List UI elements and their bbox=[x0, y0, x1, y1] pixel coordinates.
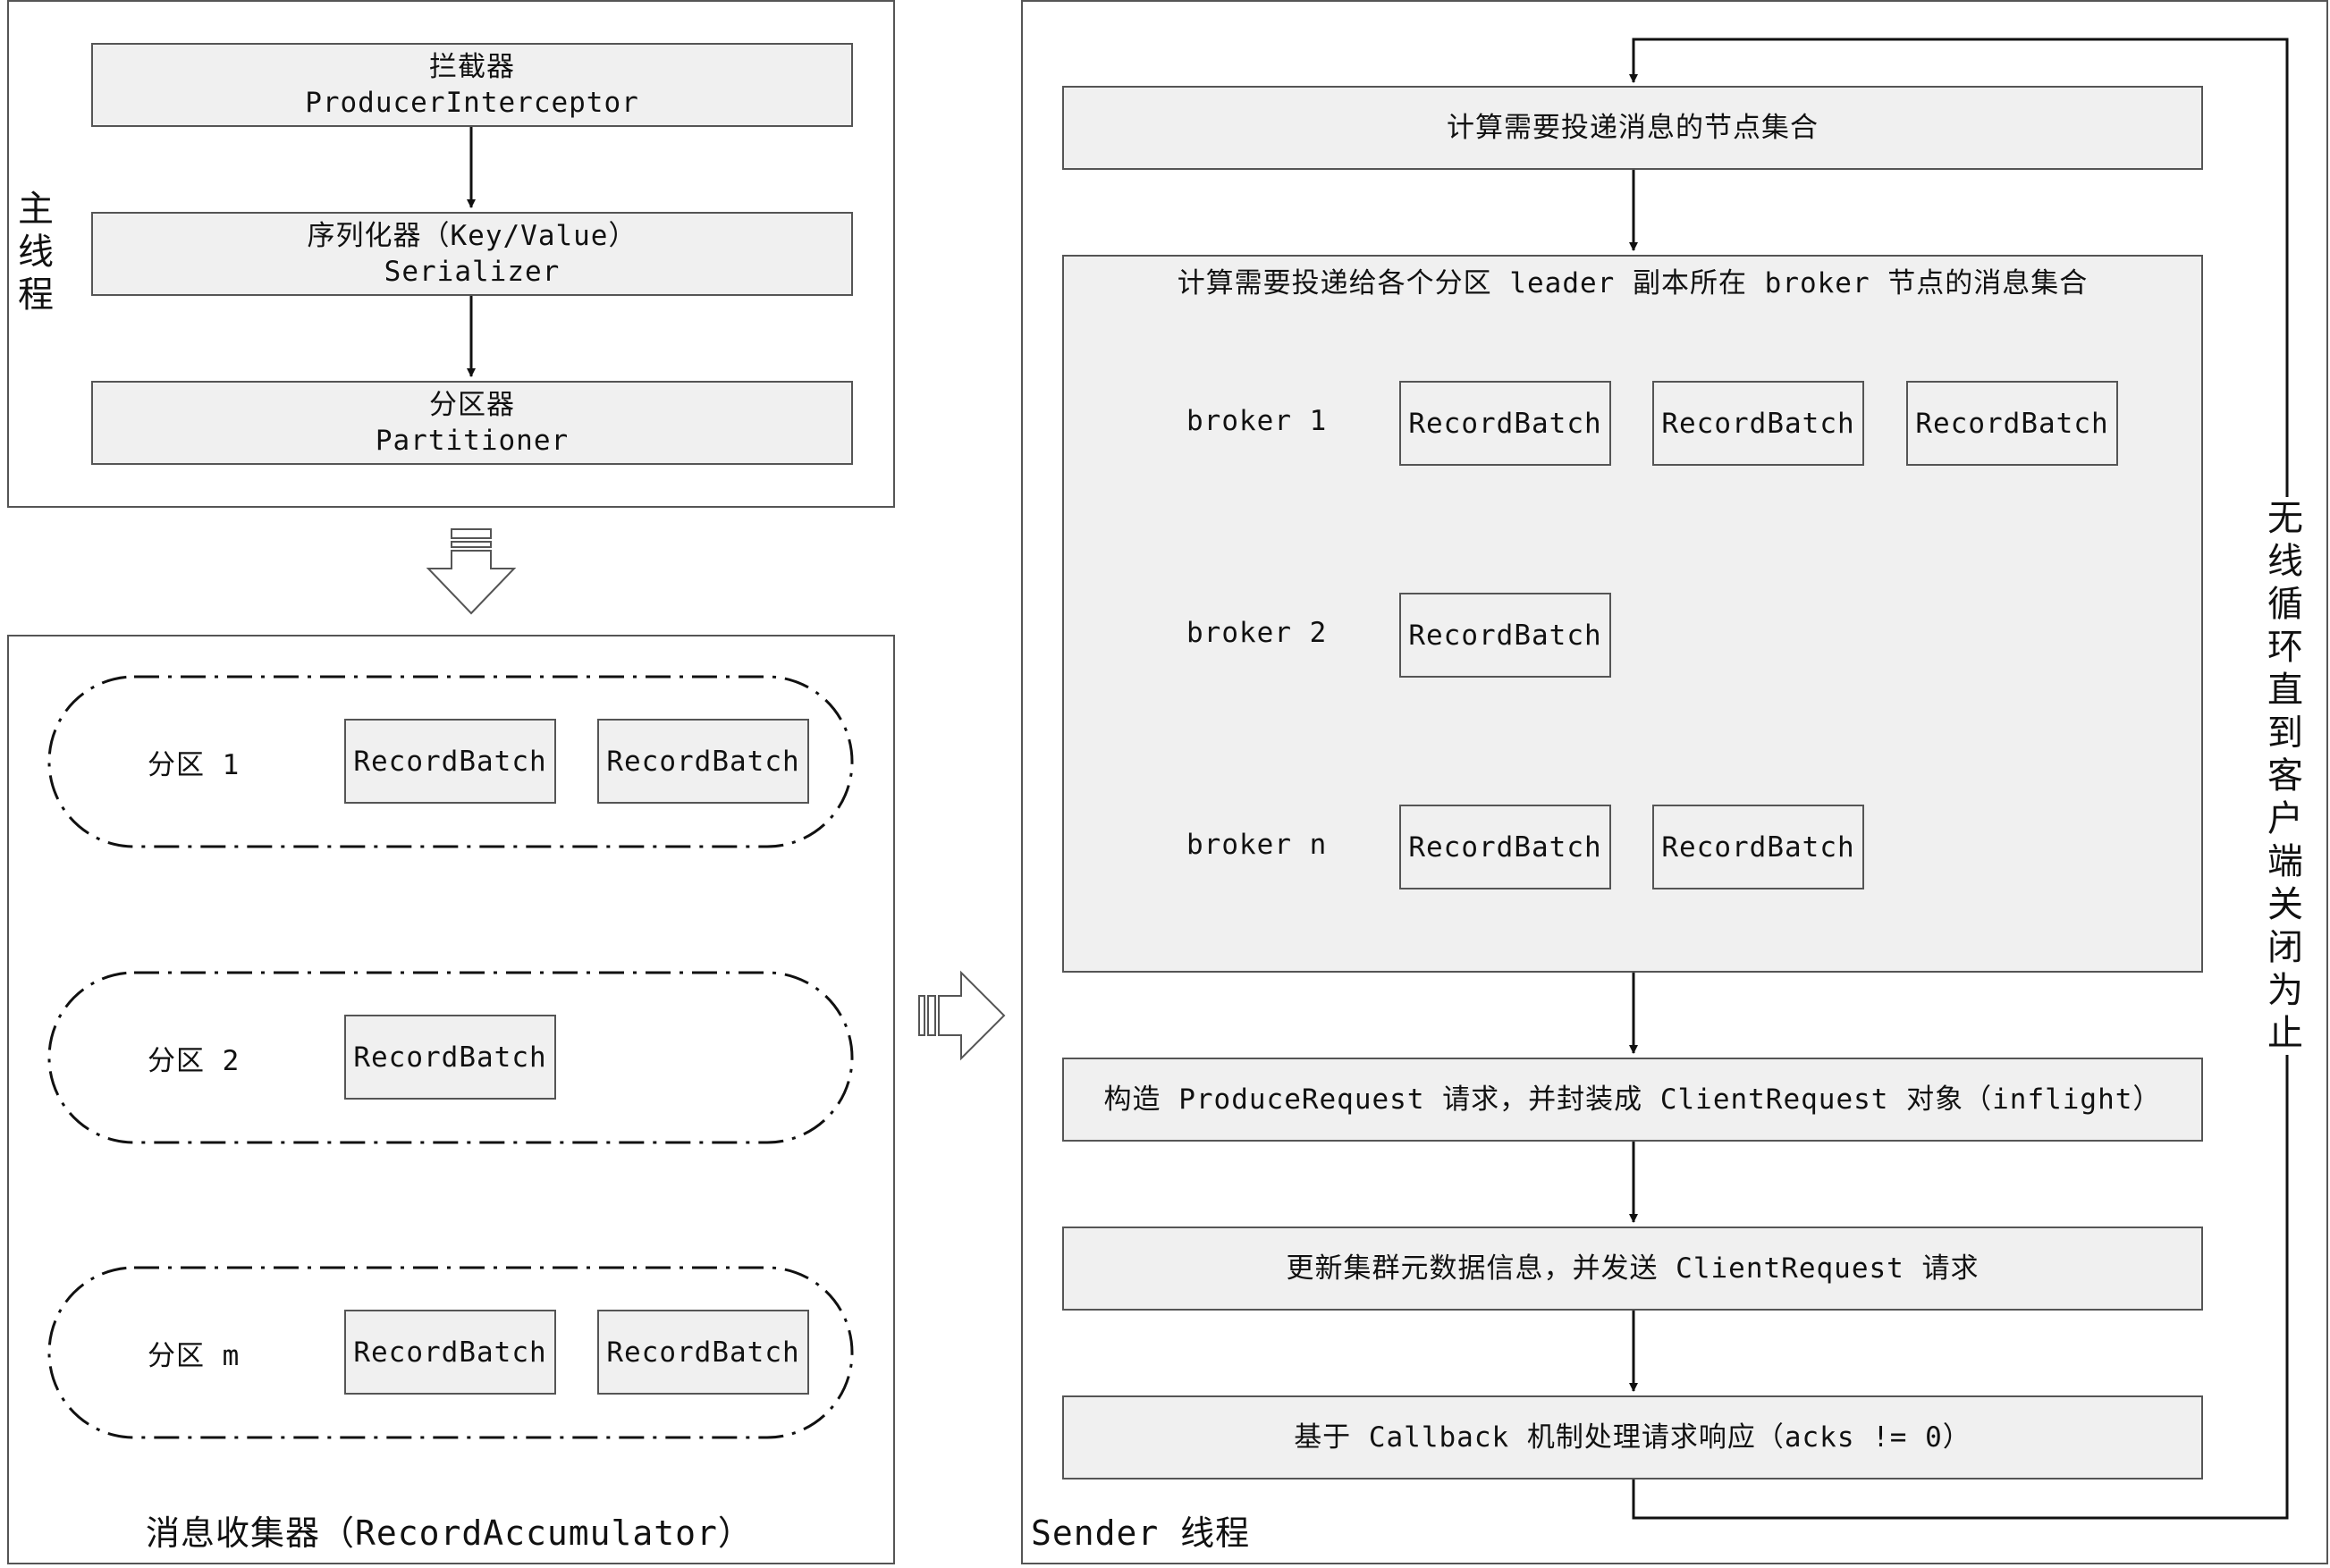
main-thread-label-char: 线 bbox=[18, 232, 54, 273]
interceptor-en: ProducerInterceptor bbox=[305, 87, 639, 119]
record-batch: RecordBatch bbox=[1906, 381, 2118, 466]
loop-label-char: 端 bbox=[2267, 841, 2303, 882]
partitioner-box: 分区器 Partitioner bbox=[91, 381, 853, 465]
record-batch: RecordBatch bbox=[597, 719, 809, 804]
step4-box: 更新集群元数据信息，并发送 ClientRequest 请求 bbox=[1062, 1227, 2203, 1311]
main-thread-label: 主 线 程 bbox=[14, 188, 57, 316]
record-batch: RecordBatch bbox=[344, 1310, 556, 1395]
loop-label-char: 到 bbox=[2267, 712, 2303, 754]
partitioner-en: Partitioner bbox=[375, 425, 570, 457]
partition-2-group bbox=[47, 971, 854, 1144]
loop-label-char: 闭 bbox=[2267, 927, 2303, 968]
loop-label-char: 循 bbox=[2267, 584, 2303, 625]
loop-label-char: 线 bbox=[2267, 541, 2303, 582]
record-batch: RecordBatch bbox=[344, 719, 556, 804]
partition-m-label: 分区 m bbox=[148, 1340, 241, 1372]
loop-label-char: 直 bbox=[2267, 670, 2303, 711]
loop-label-char: 止 bbox=[2267, 1013, 2303, 1054]
record-batch: RecordBatch bbox=[344, 1015, 556, 1100]
accumulator-caption: 消息收集器（RecordAccumulator） bbox=[146, 1513, 753, 1553]
loop-label-char: 客 bbox=[2267, 755, 2303, 797]
loop-label: 无 线 循 环 直 到 客 户 端 关 闭 为 止 bbox=[2264, 497, 2307, 1055]
record-batch: RecordBatch bbox=[1399, 381, 1611, 466]
step1-box: 计算需要投递消息的节点集合 bbox=[1062, 86, 2203, 170]
broker-2-label: broker 2 bbox=[1186, 617, 1328, 649]
serializer-cn: 序列化器（Key/Value） bbox=[307, 220, 637, 252]
loop-label-char: 环 bbox=[2267, 627, 2303, 668]
record-batch: RecordBatch bbox=[1652, 381, 1864, 466]
broker-1-label: broker 1 bbox=[1186, 405, 1328, 437]
main-thread-label-char: 主 bbox=[18, 189, 54, 230]
step3-box: 构造 ProduceRequest 请求，并封装成 ClientRequest … bbox=[1062, 1058, 2203, 1142]
main-thread-label-char: 程 bbox=[18, 274, 54, 316]
record-batch: RecordBatch bbox=[597, 1310, 809, 1395]
serializer-en: Serializer bbox=[384, 256, 561, 288]
interceptor-cn: 拦截器 bbox=[429, 51, 515, 83]
loop-label-char: 关 bbox=[2267, 884, 2303, 925]
partition-m-group bbox=[47, 1266, 854, 1439]
partition-1-label: 分区 1 bbox=[148, 749, 241, 781]
partition-1-group bbox=[47, 675, 854, 848]
hollow-down-arrow bbox=[426, 528, 517, 615]
serializer-box: 序列化器（Key/Value） Serializer bbox=[91, 212, 853, 296]
step5-box: 基于 Callback 机制处理请求响应（acks != 0） bbox=[1062, 1395, 2203, 1479]
loop-label-char: 为 bbox=[2267, 970, 2303, 1011]
record-batch: RecordBatch bbox=[1399, 593, 1611, 678]
record-batch: RecordBatch bbox=[1399, 805, 1611, 889]
hollow-right-arrow bbox=[918, 970, 1006, 1061]
step2-container: 计算需要投递给各个分区 leader 副本所在 broker 节点的消息集合 bbox=[1062, 255, 2203, 973]
broker-n-label: broker n bbox=[1186, 829, 1328, 861]
step2-title: 计算需要投递给各个分区 leader 副本所在 broker 节点的消息集合 bbox=[1177, 267, 2089, 299]
loop-label-char: 无 bbox=[2267, 498, 2303, 539]
partition-2-label: 分区 2 bbox=[148, 1045, 241, 1077]
sender-caption: Sender 线程 bbox=[1031, 1513, 1251, 1553]
interceptor-box: 拦截器 ProducerInterceptor bbox=[91, 43, 853, 127]
loop-label-char: 户 bbox=[2267, 798, 2303, 839]
partitioner-cn: 分区器 bbox=[429, 389, 515, 421]
record-batch: RecordBatch bbox=[1652, 805, 1864, 889]
